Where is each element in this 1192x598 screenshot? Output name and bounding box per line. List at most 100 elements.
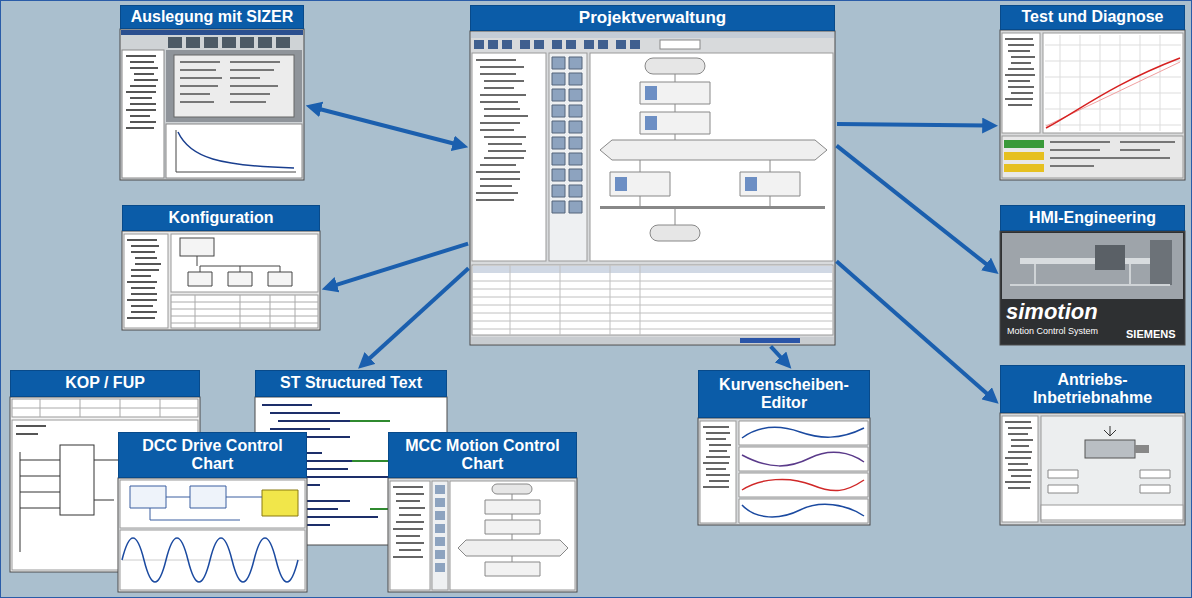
mcc-screenshot-part [485,562,540,576]
dcc-screenshot-part [122,538,298,582]
title-bar: Test und Diagnose [1000,5,1185,30]
project-screenshot-part [600,206,825,209]
sizer-screenshot-part [166,50,302,122]
module-title: Auslegung mit SIZER [131,8,294,26]
flow-arrow [837,146,990,267]
test-screenshot-part [1002,136,1183,178]
sizer-screenshot-part [168,37,290,48]
project-screenshot-part [645,58,705,74]
mcc-screenshot-part [393,487,425,557]
module-panel: Konfiguration [122,205,320,330]
hmi-screenshot-part [1002,233,1183,299]
test-screenshot-part [1000,30,1185,180]
title-bar: Projektverwaltung [470,5,835,31]
project-screenshot-part [471,337,834,344]
test-screenshot-part [1045,35,1181,131]
sizer-screenshot [120,29,304,180]
title-bar: Konfiguration [122,205,320,231]
configuration-screenshot-part [171,295,318,328]
project-screenshot-part [471,32,834,38]
project-screenshot-part [640,82,710,134]
cam-editor-screenshot-part [742,452,864,466]
configuration-screenshot-part [188,272,292,286]
mcc-screenshot-part [435,485,445,572]
ladder-screenshot-part [12,399,198,417]
project-screenshot-part [472,53,546,261]
test-screenshot-part [1004,152,1044,172]
drive-screenshot-part [1005,422,1033,488]
module-title: DCC Drive Control Chart [124,437,301,474]
dcc-screenshot-part [150,497,262,520]
project-screenshot-part [660,40,700,49]
sizer-screenshot-part [174,55,294,117]
module-title: KOP / FUP [65,374,145,392]
configuration-screenshot [122,231,320,330]
title-bar: Antriebs- Inbetriebnahme [1000,365,1185,413]
title-bar: HMI-Engineering [1000,205,1185,231]
drive-screenshot [1000,413,1185,525]
project-screenshot-part [549,53,587,261]
project-screenshot-part [472,265,833,335]
hmi-screenshot-part [1010,264,1170,285]
test-screenshot [1000,30,1185,180]
sizer-screenshot-part [176,130,296,172]
module-panel: Test und Diagnose [1000,5,1185,180]
ladder-screenshot-part [16,426,46,434]
brand-label: simotion [1006,300,1098,324]
flow-arrow [317,108,458,144]
drive-screenshot-part [1000,413,1185,525]
module-title: Konfiguration [169,209,274,227]
mcc-screenshot-part [458,540,568,556]
hmi-screenshot [1000,231,1185,345]
module-panel: MCC Motion Control Chart [388,432,577,592]
brand-label: Motion Control System [1007,327,1098,337]
project-screenshot-part [552,57,582,213]
mcc-screenshot-part [388,478,577,592]
test-screenshot-part [1005,39,1035,105]
cam-editor-screenshot [698,418,870,525]
mcc-screenshot [388,478,577,592]
drive-screenshot-part [1041,416,1183,522]
configuration-screenshot-part [122,231,320,330]
mcc-screenshot-part [450,481,575,590]
ladder-screenshot-part [12,399,198,417]
project-screenshot-part [615,177,757,191]
module-panel: Kurvenscheiben- Editor [698,370,870,525]
project-screenshot-part [740,338,800,343]
cam-editor-screenshot-part [698,418,870,525]
title-bar: Auslegung mit SIZER [120,5,304,29]
project-screenshot-part [476,60,528,200]
project-screenshot [470,31,835,345]
test-screenshot-part [1043,33,1183,133]
title-bar: MCC Motion Control Chart [388,432,577,478]
brand-label: SIEMENS [1126,328,1176,340]
dcc-screenshot [118,478,307,592]
project-screenshot-part [650,225,700,241]
project-screenshot-part [470,31,835,345]
sizer-screenshot-part [166,124,302,178]
module-panel: Projektverwaltung [470,5,835,345]
cam-editor-screenshot-part [742,479,864,490]
dcc-screenshot-part [120,480,305,528]
cam-editor-screenshot-part [700,421,736,523]
ladder-screenshot-part [60,445,94,515]
mcc-screenshot-part [390,481,430,590]
test-screenshot-part [1002,33,1040,133]
dcc-screenshot-part [120,530,305,590]
cam-editor-screenshot-part [739,421,868,523]
ladder-screenshot-part [20,452,124,552]
project-screenshot-part [610,172,800,196]
sizer-screenshot-part [126,56,158,128]
module-panel: Antriebs- Inbetriebnahme [1000,365,1185,525]
hmi-screenshot-part [1020,258,1150,264]
title-bar: ST Structured Text [255,370,447,397]
mcc-screenshot-part [432,481,448,590]
hmi-screenshot-part [1095,245,1125,270]
mcc-screenshot-part [492,484,532,494]
configuration-screenshot-part [197,256,280,272]
test-screenshot-part [1004,140,1044,148]
sizer-screenshot-part [120,29,304,180]
